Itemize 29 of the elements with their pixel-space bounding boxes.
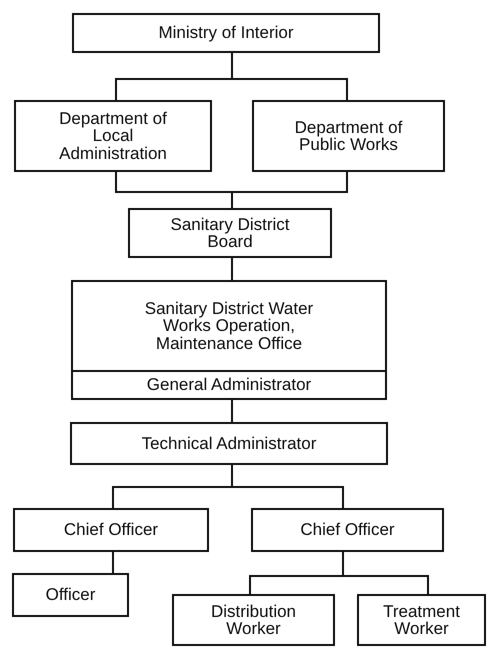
connector-line [231, 400, 233, 422]
box-label: Technical Administrator [142, 434, 316, 452]
connector-line [231, 53, 348, 100]
org-box [70, 422, 388, 465]
org-box [128, 208, 332, 258]
org-box [172, 594, 335, 646]
connector-line [231, 258, 233, 280]
box-label: Distribution Worker [210, 602, 298, 638]
box-label: Treatment Worker [382, 602, 461, 638]
box-label: Officer [46, 586, 96, 604]
connector-line [112, 552, 114, 573]
box-label: Sanitary District Board [169, 216, 291, 250]
org-box [251, 508, 444, 552]
org-box [72, 13, 380, 53]
org-box [14, 100, 212, 172]
box-label: Sanitary District Water Works Operation, Maintenance Office [144, 300, 314, 352]
box-label: Ministry of Interior [158, 24, 294, 42]
connector-line [342, 552, 429, 594]
org-box [357, 594, 486, 646]
connector-line [231, 172, 348, 208]
org-box [13, 508, 209, 552]
org-box [12, 573, 129, 617]
box-label: General Administrator [146, 376, 312, 393]
box-label: Chief Officer [300, 521, 395, 539]
org-box [252, 100, 445, 172]
box-label: Chief Officer [64, 521, 158, 539]
box-label: Department of Public Works [294, 118, 404, 154]
org-box [71, 280, 387, 400]
box-label: Department of Local Administration [58, 110, 168, 162]
